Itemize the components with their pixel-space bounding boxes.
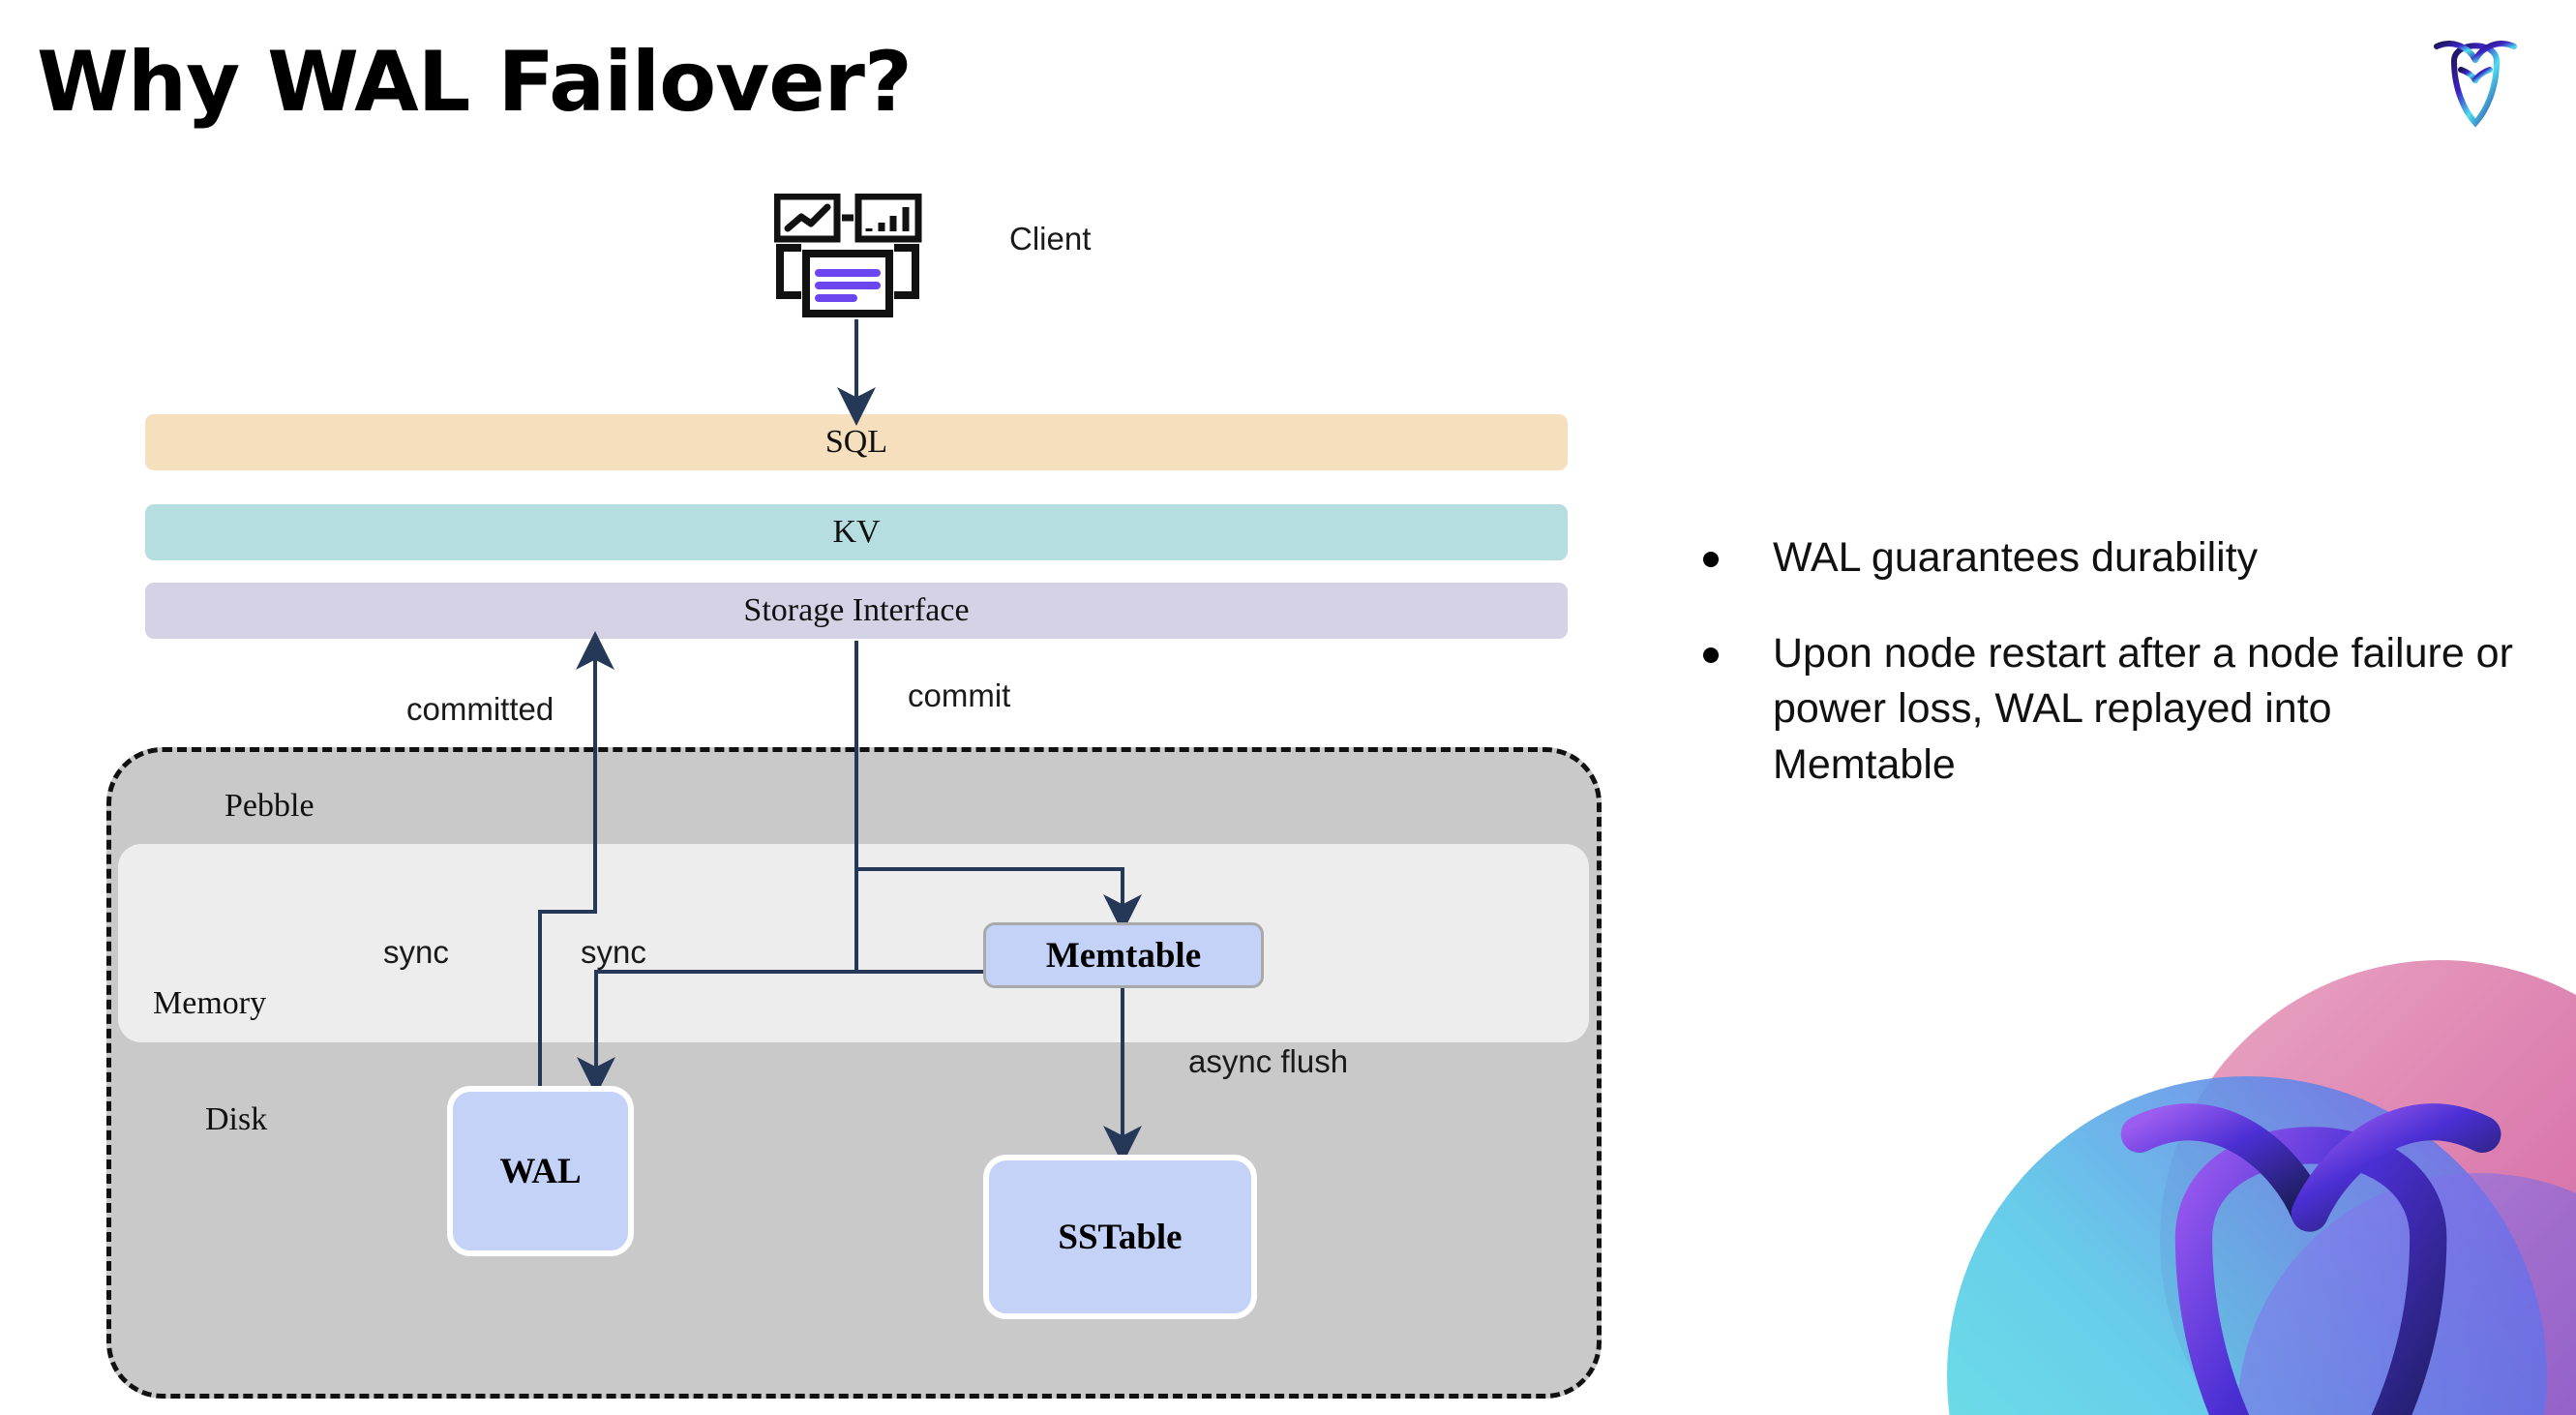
memory-region [118, 844, 1589, 1042]
page-title: Why WAL Failover? [37, 34, 913, 131]
node-memtable: Memtable [983, 922, 1264, 988]
edge-label-sync-left: sync [383, 934, 449, 970]
list-item: WAL guarantees durability [1703, 530, 2516, 586]
disk-label: Disk [205, 1101, 268, 1137]
pebble-label: Pebble [225, 788, 315, 824]
layer-bar-storage-interface: Storage Interface [145, 583, 1568, 639]
client-dashboard-icon [773, 193, 939, 334]
cockroachdb-logo-icon [2429, 29, 2522, 135]
bullet-dot-icon [1703, 647, 1719, 664]
edge-label-committed: committed [406, 691, 554, 727]
node-sstable-label: SSTable [1058, 1217, 1183, 1257]
layer-bar-storage-interface-label: Storage Interface [743, 592, 970, 628]
layer-bar-sql: SQL [145, 414, 1568, 470]
client-label: Client [1009, 221, 1092, 256]
bullet-text: WAL guarantees durability [1773, 534, 2259, 581]
edge-label-sync-right: sync [581, 934, 646, 970]
node-wal: WAL [447, 1086, 634, 1256]
layer-bar-sql-label: SQL [824, 424, 888, 460]
node-wal-label: WAL [499, 1151, 582, 1191]
list-item: Upon node restart after a node failure o… [1703, 626, 2516, 793]
node-sstable: SSTable [983, 1155, 1257, 1319]
bullet-text: Upon node restart after a node failure o… [1773, 630, 2513, 788]
node-memtable-label: Memtable [1045, 935, 1202, 976]
decorative-watermark-graphic [1802, 815, 2576, 1415]
bullet-dot-icon [1703, 552, 1719, 567]
edge-label-async-flush: async flush [1188, 1043, 1349, 1079]
memory-label: Memory [153, 985, 267, 1021]
layer-bar-kv-label: KV [832, 514, 881, 550]
layer-bar-kv: KV [145, 504, 1568, 560]
edge-label-commit: commit [908, 677, 1011, 713]
bullet-list: WAL guarantees durability Upon node rest… [1703, 530, 2516, 833]
